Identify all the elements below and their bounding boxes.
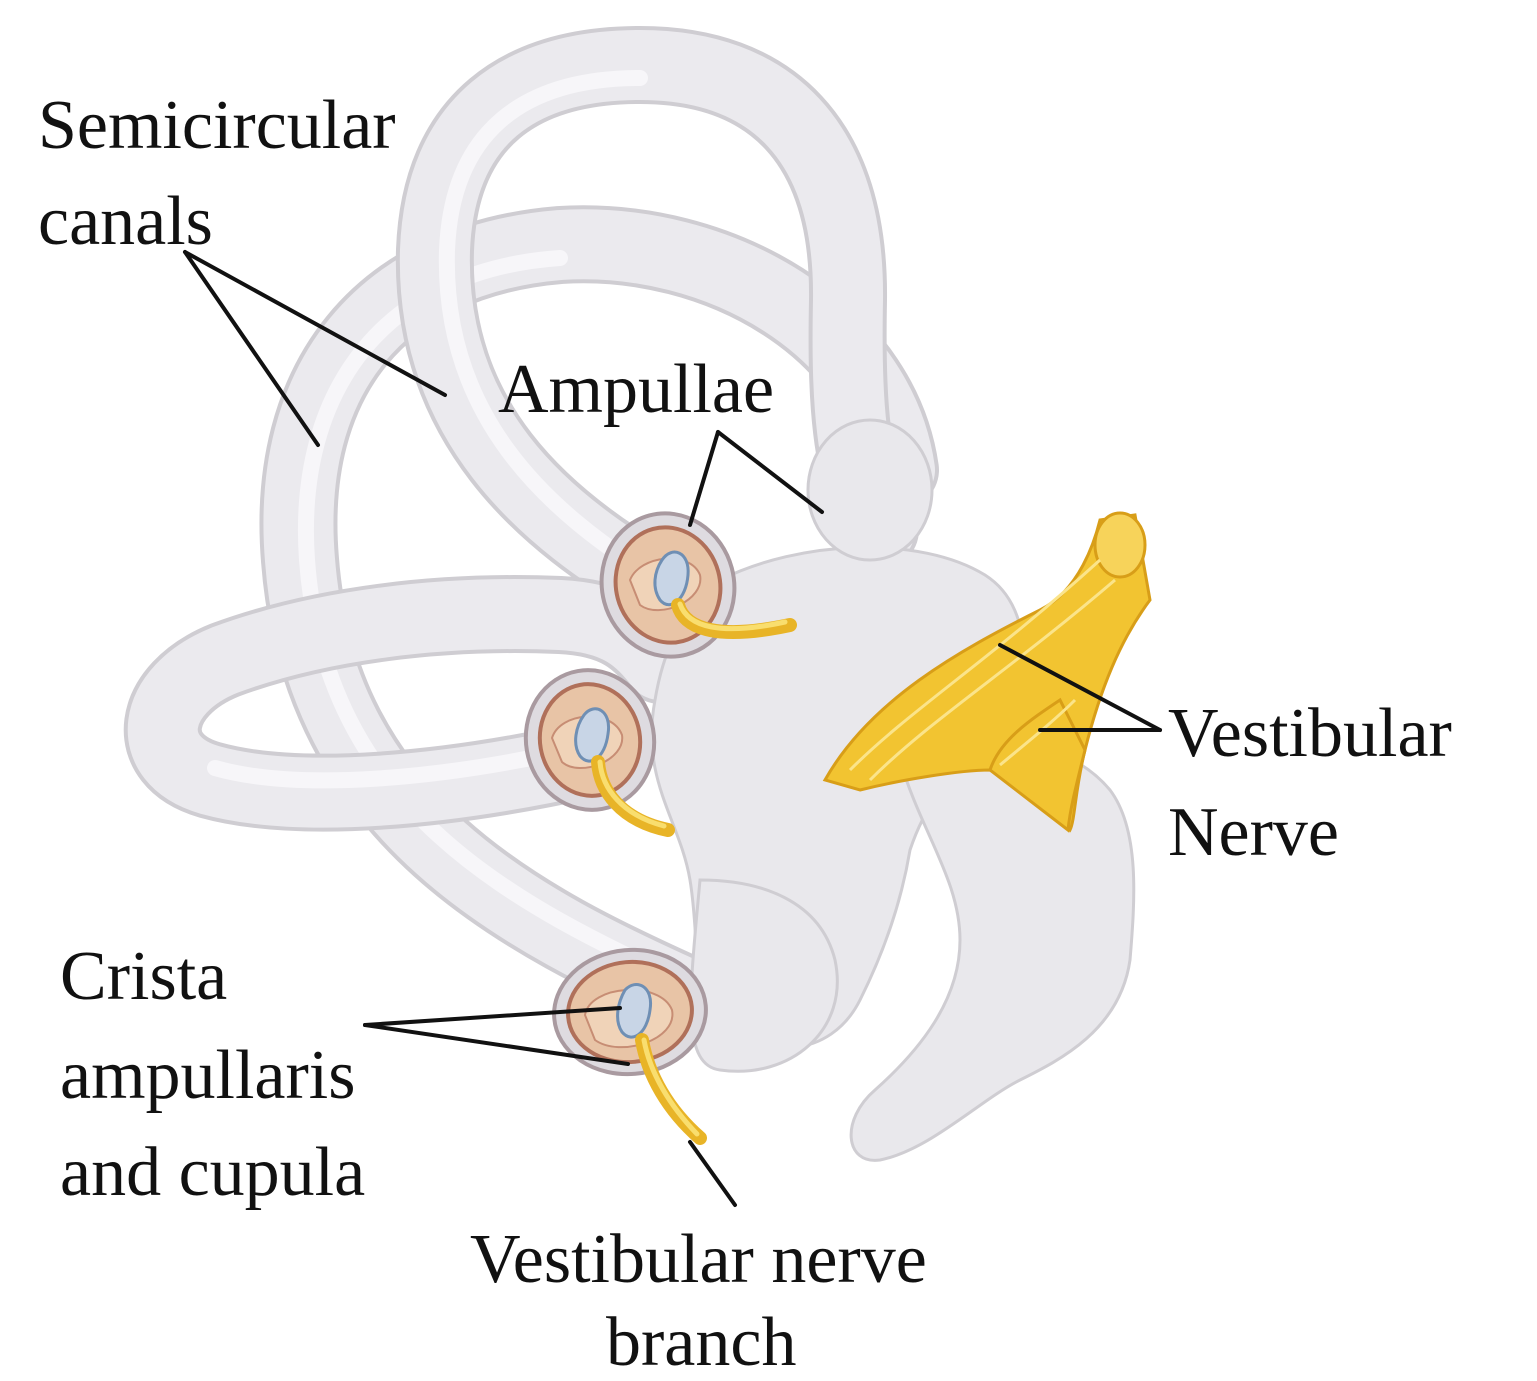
leader-ampullae-1 (690, 432, 718, 525)
label-vestibular-nerve-line2: Nerve (1168, 794, 1339, 871)
label-crista-line1: Crista (60, 938, 227, 1015)
ampulla-lower (549, 944, 711, 1138)
label-branch-line2: branch (606, 1304, 796, 1381)
leader-ampullae-2 (718, 432, 822, 512)
leader-nerve-branch (690, 1142, 735, 1205)
label-semicircular-line1: Semicircular (38, 87, 396, 164)
label-branch-line1: Vestibular nerve (470, 1221, 927, 1298)
label-crista-line3: and cupula (60, 1134, 365, 1211)
label-semicircular-line2: canals (38, 183, 213, 260)
label-crista-line2: ampullaris (60, 1037, 355, 1114)
label-ampullae: Ampullae (498, 351, 774, 428)
label-vestibular-nerve-line1: Vestibular (1168, 695, 1452, 772)
leader-semicircular-1 (185, 252, 318, 445)
